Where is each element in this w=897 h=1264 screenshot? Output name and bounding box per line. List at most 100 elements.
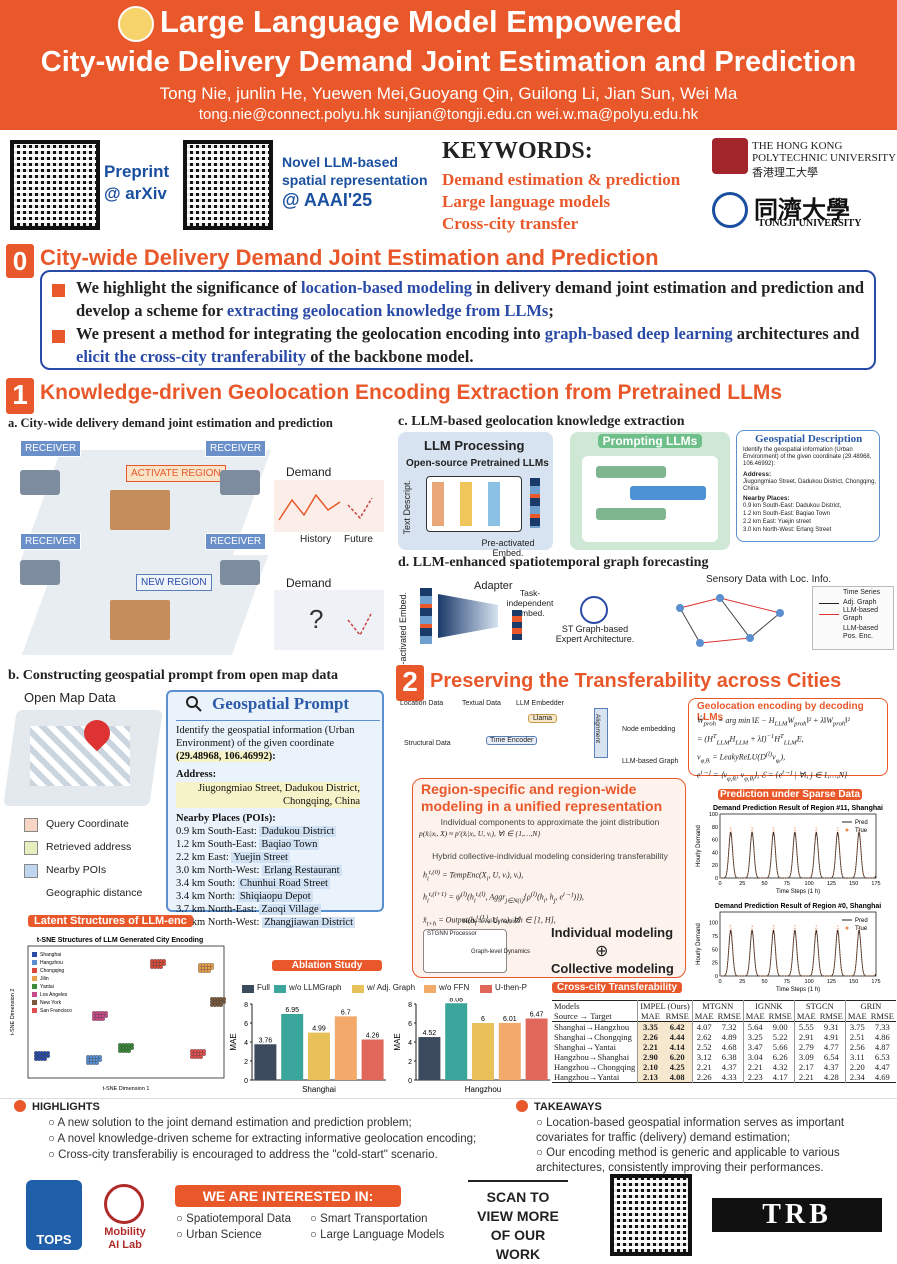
- tsne-legend-label: New York: [40, 1000, 62, 1006]
- bar-value-label: 4.99: [312, 1026, 326, 1033]
- x-tick-label: 25: [739, 979, 745, 985]
- embedding-vector: [420, 588, 432, 644]
- table-cell-task: Shanghai→Hangzhou: [554, 1022, 630, 1032]
- subtitle-c: c. LLM-based geolocation knowledge extra…: [398, 414, 685, 429]
- tsne-legend-label: Yantai: [40, 984, 54, 990]
- geo-description-near-1: 0.9 km South-East: Dadukou District,: [743, 503, 842, 509]
- table-cell: 4.68: [721, 1042, 737, 1052]
- table-cell-task: Hangzhou→Shanghai: [554, 1052, 630, 1062]
- poster-title-line1: Large Language Model Empowered: [160, 4, 682, 39]
- tsne-y-label: t-SNE Dimension 2: [10, 989, 16, 1036]
- prompt-instruction: Identify the geospatial information (Urb…: [176, 725, 355, 749]
- table-header-model: STGCN: [793, 1000, 846, 1011]
- y-axis-label: Hourly Demand: [696, 923, 702, 965]
- y-tick-label: 25: [712, 961, 718, 967]
- legend-swatch: [352, 985, 364, 993]
- legend-pois-label: Nearby POIs: [46, 864, 107, 876]
- table-cell: 4.47: [874, 1062, 890, 1072]
- table-cell: 4.86: [874, 1032, 890, 1042]
- prompt-coordinate: (29.48968, 106.46992):: [176, 751, 276, 762]
- trb-logo: TRB: [712, 1198, 882, 1232]
- qr-code-aaai[interactable]: [183, 140, 273, 230]
- llama-box: Llama: [528, 714, 558, 723]
- bar: [308, 1032, 330, 1080]
- polyu-name-3: 香港理工大學: [752, 167, 818, 179]
- chart-title: Demand Prediction Result of Region #11, …: [713, 805, 883, 812]
- table-cell: 9.00: [772, 1022, 788, 1032]
- task-independent-label: Task-independent Embed.: [506, 588, 554, 618]
- collective-modeling-label: Collective modeling: [551, 961, 674, 976]
- y-tick-label: 6: [408, 1021, 412, 1028]
- legend-time-series: Time Series: [843, 589, 881, 596]
- embedding-vector: [530, 478, 540, 528]
- legend-true-label: True: [855, 926, 868, 932]
- table-cell: 2.10: [637, 1062, 663, 1072]
- highlight-item-3: ○ Cross-city transferabiliy is encourage…: [48, 1149, 438, 1161]
- intro-box: We highlight the significance of locatio…: [40, 270, 876, 370]
- legend-pred-label: Pred: [855, 918, 868, 924]
- tsne-point: [219, 1003, 223, 1007]
- polyu-logo-icon: [712, 138, 748, 174]
- tsne-legend-marker: [32, 960, 37, 965]
- arxiv-label[interactable]: @ arXiv: [104, 184, 167, 203]
- takeaway-item-2: ○ Our encoding method is generic and app…: [536, 1147, 840, 1174]
- geo-description-near-label: Nearby Places:: [743, 495, 790, 502]
- table-cell: 6.26: [772, 1052, 788, 1062]
- interest-4: ○ Large Language Models: [310, 1229, 445, 1241]
- legend-llm-graph: LLM-based Graph: [843, 607, 879, 622]
- x-tick-label: 25: [739, 881, 745, 887]
- bar-value-label: 4.26: [366, 1033, 380, 1040]
- tsne-legend-label: Hangzhou: [40, 960, 63, 966]
- chart-title: Demand Prediction Result of Region #0, S…: [715, 903, 882, 910]
- llm-graph-label: LLM-based Graph: [622, 758, 679, 765]
- table-header-mae: MAE: [637, 1011, 663, 1022]
- x-tick-label: 75: [784, 881, 790, 887]
- y-axis-label: MAE: [393, 1033, 402, 1050]
- highlight-item-1: ○ A new solution to the joint demand est…: [48, 1117, 412, 1129]
- legend-label: U-then-P: [495, 983, 528, 992]
- legend-true-swatch: [845, 828, 849, 832]
- open-source-llm-label: Open-source Pretrained LLMs: [406, 458, 549, 469]
- textual-data-label: Textual Data: [462, 700, 501, 707]
- table-cell: 2.21: [637, 1042, 663, 1052]
- table-cell: 6.38: [721, 1052, 737, 1062]
- geo-description-panel: Geospatial Description Identify the geos…: [736, 430, 880, 542]
- y-tick-label: 0: [244, 1078, 248, 1085]
- table-cell: 2.26: [637, 1032, 663, 1042]
- x-axis-label: Time Steps (1 h): [776, 889, 820, 895]
- tsne-legend-marker: [32, 1008, 37, 1013]
- x-tick-label: 0: [718, 979, 721, 985]
- bar: [525, 1018, 548, 1080]
- tsne-point: [202, 1052, 206, 1056]
- legend-swatch: [480, 985, 492, 993]
- table-cell: 4.17: [772, 1072, 788, 1082]
- table-cell: 4.87: [874, 1042, 890, 1052]
- qr-code-arxiv[interactable]: [10, 140, 100, 230]
- y-tick-label: 8: [244, 1002, 248, 1009]
- prompt-address-label: Address:: [176, 769, 217, 780]
- tsne-point: [101, 1017, 105, 1021]
- prompt-nearby-label: Nearby Places (POIs):: [176, 813, 276, 824]
- active-region-tag: ACTIVATE REGION: [126, 465, 226, 482]
- tsne-legend-label: Jilin: [40, 976, 49, 982]
- oplus-icon: ⊕: [595, 943, 609, 960]
- llm-embedder-label: LLM Embedder: [516, 700, 564, 707]
- table-cell: 4.08: [662, 1072, 693, 1083]
- qr-code-more-work[interactable]: [610, 1174, 692, 1256]
- table-cell: 2.56: [844, 1042, 869, 1052]
- table-cell: 2.62: [691, 1032, 716, 1042]
- mobility-label: Mobility: [104, 1226, 146, 1238]
- y-tick-label: 50: [712, 947, 718, 953]
- history-label: History: [300, 534, 332, 545]
- y-tick-label: 8: [408, 1002, 412, 1009]
- poi-row: 1.2 km South-East: Baqiao Town: [176, 839, 320, 850]
- legend-label: Full: [257, 983, 270, 992]
- table-header-rmse: RMSE: [819, 1011, 843, 1021]
- structural-data-label: Structural Data: [404, 740, 451, 747]
- section-2-number: 2: [396, 665, 424, 701]
- aaai-label[interactable]: @ AAAI'25: [282, 190, 373, 210]
- x-tick-label: 50: [762, 979, 768, 985]
- stgnn-processor-box: [423, 929, 507, 973]
- preprint-label[interactable]: Preprint: [104, 162, 170, 181]
- polyu-name-2: POLYTECHNIC UNIVERSITY: [752, 152, 897, 164]
